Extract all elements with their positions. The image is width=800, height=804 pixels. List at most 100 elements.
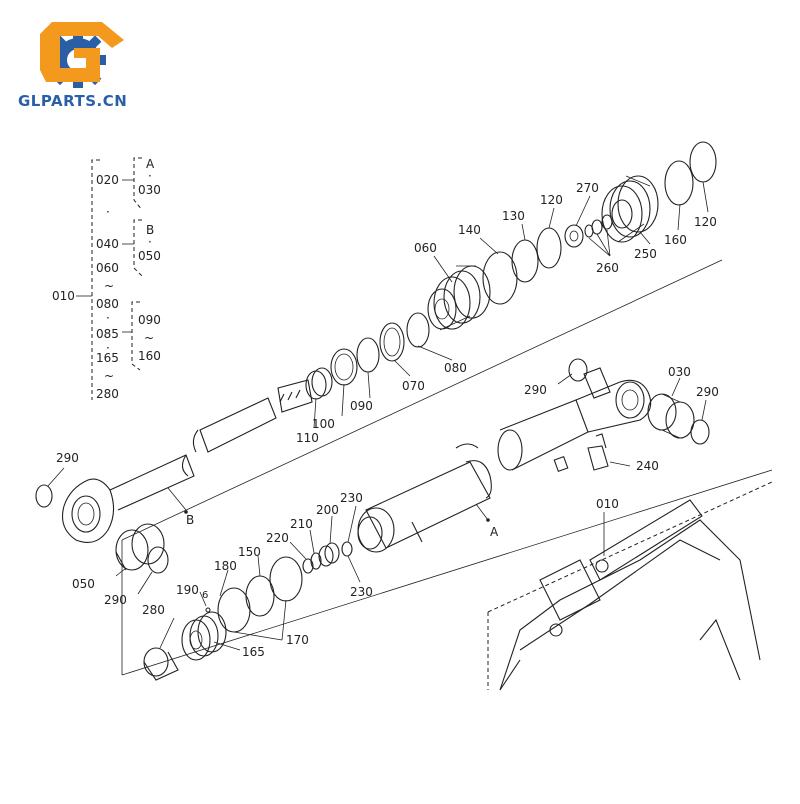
part-070-ring [379, 322, 405, 362]
tree-range-to: 160 [138, 349, 161, 363]
callout-250: 250 [634, 247, 657, 261]
part-120-ring [689, 141, 717, 183]
inset-cylinder [589, 499, 703, 581]
part-270-bushing [564, 224, 584, 248]
tree-item-165: 165 [96, 351, 119, 365]
callout-6: 6 [202, 590, 208, 601]
callout-110: 110 [296, 431, 319, 445]
part-060-rod-cover [427, 265, 491, 331]
part-280-nut [143, 647, 179, 681]
tree-tilde-2: ~ [104, 369, 114, 383]
callout-140: 140 [458, 223, 481, 237]
tree-group-a-item: 030 [138, 183, 161, 197]
parts-hierarchy: 010 020 · 040 060 ~ 080 · 085 · 165 ~ 28… [52, 157, 161, 401]
callout-190: 190 [176, 583, 199, 597]
callout-210: 210 [290, 517, 313, 531]
tree-group-b-dot: · [148, 235, 152, 249]
part-165-piston [181, 611, 227, 661]
callout-290-bushing: 290 [104, 593, 127, 607]
part-030-bushing [647, 393, 695, 439]
tree-item-060: 060 [96, 261, 119, 275]
callout-150: 150 [238, 545, 261, 559]
part-170-ring-1 [269, 556, 303, 602]
part-080-ring [406, 312, 430, 348]
callout-200: 200 [316, 503, 339, 517]
part-170-ring-2 [217, 587, 251, 633]
callout-165: 165 [242, 645, 265, 659]
callout-270: 270 [576, 181, 599, 195]
section-divider [121, 259, 723, 541]
callout-010: 010 [596, 497, 619, 511]
callout-060: 060 [414, 241, 437, 255]
callout-b: B [186, 513, 194, 527]
callout-170: 170 [286, 633, 309, 647]
tree-item-280: 280 [96, 387, 119, 401]
tree-item-020: 020 [96, 173, 119, 187]
callout-240: 240 [636, 459, 659, 473]
part-160-ring [664, 160, 694, 206]
callout-290-right: 290 [696, 385, 719, 399]
part-290-ring-bushing [147, 546, 169, 574]
tree-dot-3: · [106, 341, 110, 355]
excavator-g-icon: G [40, 22, 124, 82]
callout-230-top: 230 [340, 491, 363, 505]
part-200-spacer [318, 542, 340, 567]
part-290-ring-right [690, 419, 710, 445]
tree-dot-2: · [106, 311, 110, 325]
callout-160: 160 [664, 233, 687, 247]
tree-range-tilde: ~ [144, 331, 154, 345]
tree-dot-1: · [106, 205, 110, 219]
tree-tilde-1: ~ [104, 279, 114, 293]
brand-name: GLPARTS.CN [18, 92, 127, 110]
inset-border [487, 481, 773, 690]
tree-root: 010 [52, 289, 75, 303]
tree-group-a-letter: A [146, 157, 155, 171]
callout-290-tube: 290 [524, 383, 547, 397]
callout-050: 050 [72, 577, 95, 591]
part-110-nut [305, 367, 333, 400]
callout-230-bottom: 230 [350, 585, 373, 599]
callout-120-mid: 120 [540, 193, 563, 207]
callout-290-left: 290 [56, 451, 79, 465]
tree-group-b-item: 050 [138, 249, 161, 263]
part-290-ring-left [35, 484, 53, 508]
part-090-ring [356, 337, 380, 373]
callout-080: 080 [444, 361, 467, 375]
tree-item-080: 080 [96, 297, 119, 311]
part-130-ring [511, 239, 539, 283]
part-260-washers [584, 214, 613, 238]
part-240-fitting [587, 433, 609, 471]
callout-a: A [490, 525, 499, 539]
part-190-pin [205, 607, 211, 613]
brand-logo: G GLPARTS.CN [18, 22, 127, 110]
callout-070: 070 [402, 379, 425, 393]
callout-labels: 120 270 120 130 140 060 160 250 260 080 … [56, 181, 719, 659]
tree-bracket [91, 159, 100, 400]
part-250-head [601, 175, 659, 243]
tree-range-from: 090 [138, 313, 161, 327]
callout-030: 030 [668, 365, 691, 379]
machine-inset [487, 481, 773, 691]
tree-item-085: 085 [96, 327, 119, 341]
callout-120-top: 120 [694, 215, 717, 229]
callout-130: 130 [502, 209, 525, 223]
part-140-ring [482, 251, 518, 305]
tree-group-a-dot: · [148, 169, 152, 183]
callout-090: 090 [350, 399, 373, 413]
tree-item-040: 040 [96, 237, 119, 251]
leader-lines [47, 181, 709, 651]
callout-220: 220 [266, 531, 289, 545]
piston-rod [61, 379, 313, 543]
callout-260: 260 [596, 261, 619, 275]
piston-parts [143, 541, 353, 681]
part-120-seal [536, 227, 562, 269]
rod-head-parts [305, 141, 717, 400]
cylinder-tube [357, 367, 652, 553]
callout-180: 180 [214, 559, 237, 573]
part-290-ring-tube [568, 358, 588, 382]
callout-280: 280 [142, 603, 165, 617]
part-230-ring-top [341, 541, 353, 557]
part-220-ring [302, 558, 314, 574]
